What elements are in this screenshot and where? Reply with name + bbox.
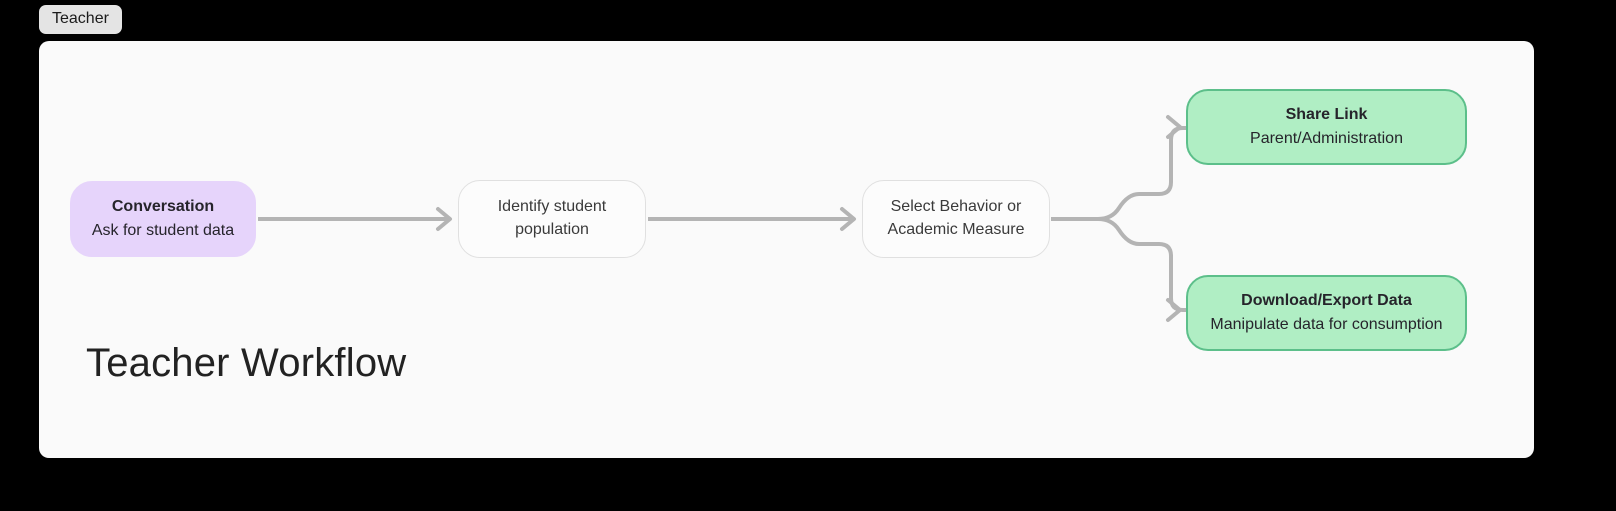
node-download-export-subtitle: Manipulate data for consumption xyxy=(1210,315,1443,333)
connector-conversation-to-identify xyxy=(258,207,452,231)
node-download-export-data[interactable]: Download/Export Data Manipulate data for… xyxy=(1186,275,1467,351)
node-share-link-subtitle: Parent/Administration xyxy=(1250,129,1403,147)
connector-select-to-download-export xyxy=(1097,217,1188,322)
workflow-title: Teacher Workflow xyxy=(86,341,407,385)
node-identify-student-population[interactable]: Identify student population xyxy=(458,180,646,258)
node-share-link[interactable]: Share Link Parent/Administration xyxy=(1186,89,1467,165)
node-conversation[interactable]: Conversation Ask for student data xyxy=(70,181,256,257)
node-identify-line-2: population xyxy=(515,221,589,238)
diagram-canvas[interactable]: Conversation Ask for student data Identi… xyxy=(39,41,1534,458)
tab-bar: Teacher xyxy=(39,4,122,34)
node-select-measure[interactable]: Select Behavior or Academic Measure xyxy=(862,180,1050,258)
node-share-link-title: Share Link xyxy=(1285,106,1368,124)
node-download-export-title: Download/Export Data xyxy=(1241,292,1412,310)
connector-layer xyxy=(258,115,1188,322)
node-select-measure-line-2: Academic Measure xyxy=(887,221,1025,238)
tab-teacher[interactable]: Teacher xyxy=(39,4,122,34)
workflow-diagram: Conversation Ask for student data Identi… xyxy=(39,41,1534,458)
connector-identify-to-select xyxy=(648,207,856,231)
node-select-measure-line-1: Select Behavior or xyxy=(890,198,1022,216)
node-identify-line-1: Identify student xyxy=(497,198,607,216)
connector-select-to-share-link xyxy=(1097,115,1188,221)
node-conversation-title: Conversation xyxy=(111,198,215,216)
node-conversation-subtitle: Ask for student data xyxy=(91,221,235,239)
